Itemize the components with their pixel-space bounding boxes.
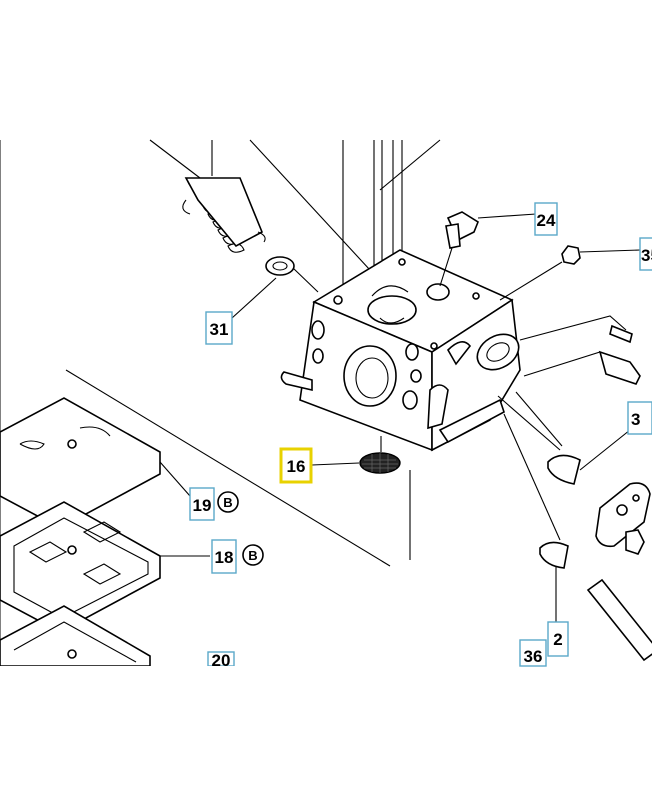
callout-16-label: 16 [287, 457, 306, 476]
page-bottom-blank [0, 666, 652, 800]
callout-2-label: 2 [553, 630, 562, 649]
badge-19: B [217, 491, 239, 513]
callout-20[interactable]: 20 [207, 651, 235, 670]
badge-18: B [242, 544, 264, 566]
gasket-18-part [0, 501, 210, 633]
callout-3-label: 3 [631, 410, 640, 429]
gasket-20-part [0, 605, 151, 676]
callout-31[interactable]: 31 [205, 311, 233, 345]
gasket-19-part [0, 369, 391, 567]
callout-36[interactable]: 36 [519, 639, 547, 667]
callout-35[interactable]: 35 [639, 237, 652, 271]
washer-part [231, 256, 319, 319]
callout-35-label: 35 [641, 246, 652, 265]
callout-20-mask [200, 666, 250, 686]
callout-18[interactable]: 18 [211, 539, 237, 574]
callout-24-label: 24 [537, 211, 556, 230]
callout-16[interactable]: 16 [279, 447, 313, 484]
badge-18-label: B [248, 548, 257, 563]
callout-20-label: 20 [212, 651, 231, 670]
screen-part [311, 436, 401, 474]
callout-24[interactable]: 24 [534, 202, 558, 236]
callout-19-label: 19 [193, 496, 212, 515]
callout-3[interactable]: 3 [627, 401, 652, 435]
badge-19-label: B [223, 495, 232, 510]
callout-19[interactable]: 19 [189, 487, 215, 521]
needle-24-part [439, 211, 537, 287]
callout-31-label: 31 [210, 320, 229, 339]
callout-18-label: 18 [215, 548, 234, 567]
carburetor-body [249, 139, 521, 452]
spring-part [149, 139, 266, 253]
right-assembly [409, 315, 652, 662]
callout-36-label: 36 [524, 647, 543, 666]
nut-35-part [499, 245, 641, 301]
callout-2[interactable]: 2 [547, 621, 569, 657]
